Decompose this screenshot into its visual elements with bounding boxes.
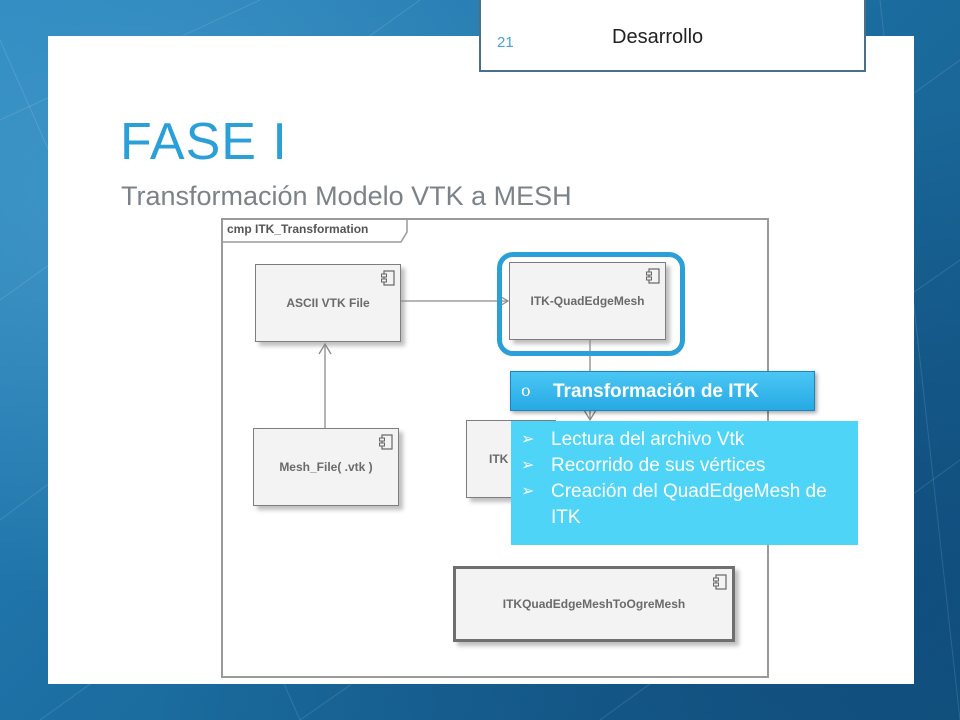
component-label: ITKQuadEdgeMeshToOgreMesh xyxy=(502,597,686,611)
list-item: ➢ Recorrido de sus vértices xyxy=(521,453,850,479)
arrow-bullet-icon: ➢ xyxy=(521,457,535,474)
component-label: ITK xyxy=(489,452,509,466)
arrow-bullet-icon: ➢ xyxy=(521,431,535,448)
slide-subtitle: Transformación Modelo VTK a MESH xyxy=(121,181,572,211)
component-icon xyxy=(713,574,727,590)
callout-bullet: o xyxy=(521,381,531,400)
component-itk-to-ogre: ITKQuadEdgeMeshToOgreMesh xyxy=(453,566,735,642)
component-icon xyxy=(381,270,395,286)
slide-title: FASE I xyxy=(120,113,288,171)
arrowhead-down xyxy=(583,409,597,422)
frame-label: cmp ITK_Transformation xyxy=(227,222,369,236)
arrowhead-vtk xyxy=(318,342,332,355)
list-item: ➢ Creación del QuadEdgeMesh de ITK xyxy=(521,479,850,531)
list-item-text: Lectura del archivo Vtk xyxy=(551,429,745,450)
component-label: ITK-QuadEdgeMesh xyxy=(530,294,645,308)
component-icon xyxy=(379,434,393,450)
frame-label-shape xyxy=(221,218,408,243)
component-icon xyxy=(646,268,660,284)
arrow-bullet-icon: ➢ xyxy=(521,483,535,500)
slide-number: 21 xyxy=(497,34,514,51)
highlight-ring xyxy=(497,252,685,356)
component-mesh-file: Mesh_File( .vtk ) xyxy=(253,428,399,506)
list-item: ➢ Lectura del archivo Vtk xyxy=(521,427,850,453)
section-tab xyxy=(479,0,866,72)
component-ascii-vtk-file: ASCII VTK File xyxy=(255,264,401,342)
component-itk-quadedgemesh: ITK-QuadEdgeMesh xyxy=(509,262,666,340)
component-label: ASCII VTK File xyxy=(286,296,370,310)
list-item-text: Recorrido de sus vértices xyxy=(551,455,766,476)
section-tab-title: Desarrollo xyxy=(612,26,704,48)
component-label: Mesh_File( .vtk ) xyxy=(279,460,373,474)
callout-title-box: o Transformación de ITK xyxy=(510,371,815,411)
list-item-text: Creación del QuadEdgeMesh de ITK xyxy=(551,481,827,528)
callout-title-text: Transformación de ITK xyxy=(553,381,759,402)
callout-list-box: ➢ Lectura del archivo Vtk ➢ Recorrido de… xyxy=(511,421,858,545)
